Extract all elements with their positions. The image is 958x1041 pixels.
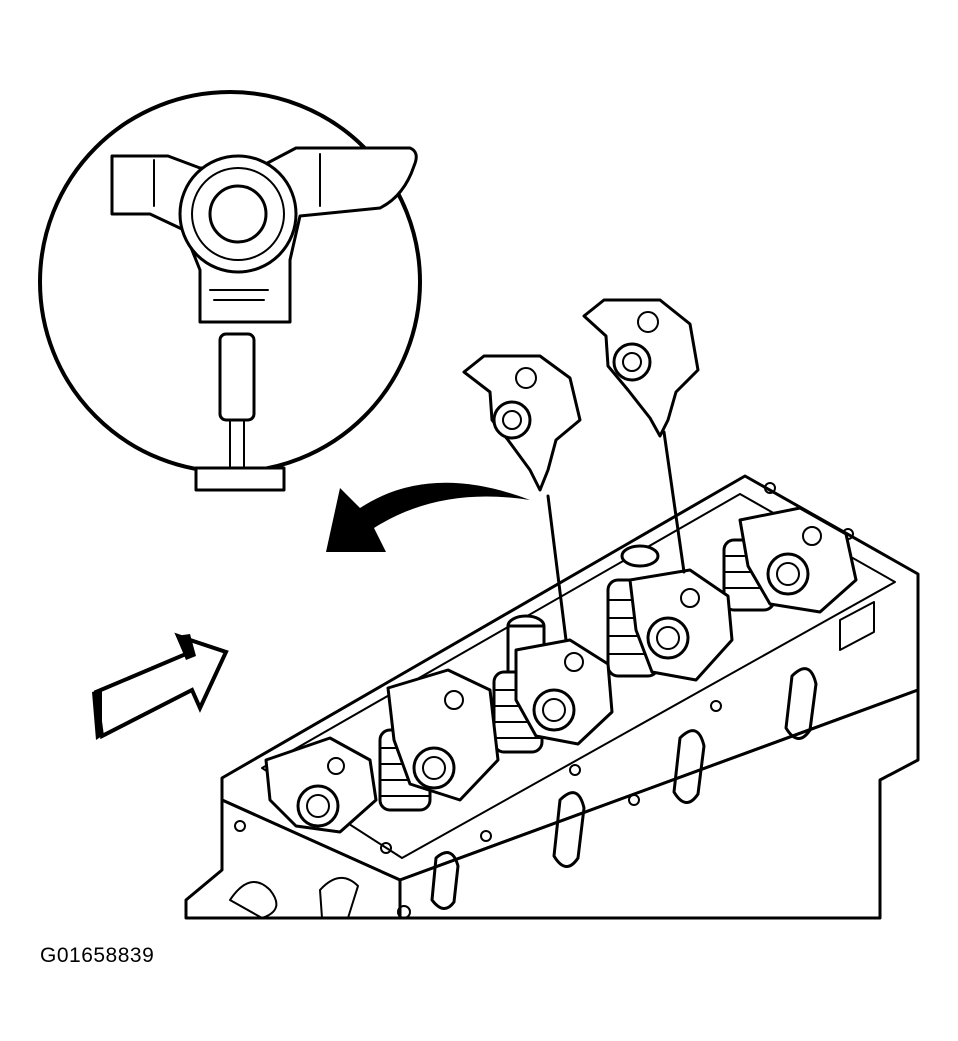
curved-arrow-icon — [326, 482, 530, 552]
rocker-arm — [264, 736, 378, 834]
exploded-rocker-arm — [462, 298, 700, 642]
figure-id-label: G01658839 — [40, 944, 155, 967]
circle-detail-icon — [38, 90, 422, 492]
installed-rocker-arms — [264, 506, 858, 834]
rocker-arm — [628, 568, 734, 682]
rocker-arm — [386, 668, 500, 802]
rocker-arm — [514, 638, 614, 746]
block-arrow-icon — [92, 632, 229, 740]
rocker-arm — [738, 506, 858, 614]
